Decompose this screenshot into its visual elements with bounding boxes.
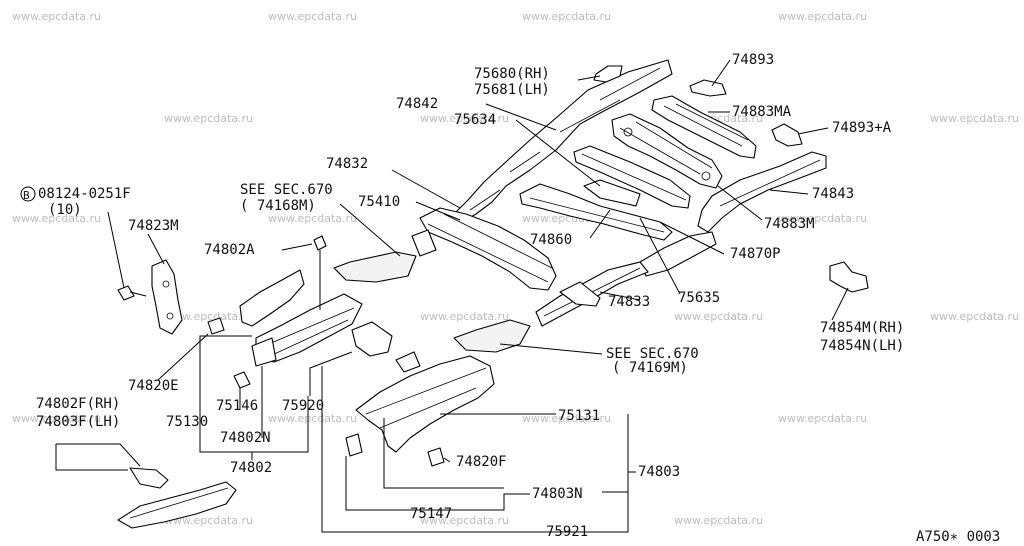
watermark: www.epcdata.ru bbox=[522, 412, 611, 425]
watermark: www.epcdata.ru bbox=[778, 212, 867, 225]
plate-74820e bbox=[207, 317, 225, 335]
label-74860: 74860 bbox=[530, 232, 572, 248]
label-74833: 74833 bbox=[608, 294, 650, 310]
watermark: www.epcdata.ru bbox=[268, 412, 357, 425]
label-74870p: 74870P bbox=[730, 246, 781, 262]
crossmember-74842 bbox=[573, 145, 691, 209]
plate-74820f bbox=[427, 447, 445, 467]
label-74883m: 74883M bbox=[764, 216, 815, 232]
watermark: www.epcdata.ru bbox=[930, 310, 1019, 323]
outrigger-74870p bbox=[639, 231, 717, 277]
label-74802f: 74802F(RH) bbox=[36, 396, 120, 412]
label-75635: 75635 bbox=[678, 290, 720, 306]
bracket-75680 bbox=[593, 65, 623, 83]
sill-extension-74168m bbox=[333, 251, 417, 283]
watermark: www.epcdata.ru bbox=[268, 212, 357, 225]
watermark: www.epcdata.ru bbox=[674, 514, 763, 527]
bracket-74823m bbox=[151, 259, 183, 335]
front-member-74802 bbox=[239, 269, 363, 367]
label-75634: 75634 bbox=[454, 112, 496, 128]
watermark: www.epcdata.ru bbox=[268, 10, 357, 23]
label-74823m: 74823M bbox=[128, 218, 179, 234]
front-member-74803 bbox=[355, 351, 495, 453]
label-see-sec-670-b-line1: SEE SEC.670 bbox=[606, 346, 699, 362]
bracket-75920 bbox=[351, 321, 393, 357]
crossmember-74883ma bbox=[651, 95, 757, 159]
label-74820e: 74820E bbox=[128, 378, 179, 394]
plate-74893a bbox=[771, 123, 803, 147]
plate-74893 bbox=[689, 79, 727, 97]
label-74893: 74893 bbox=[732, 52, 774, 68]
label-bolt-number: 08124-0251F bbox=[38, 186, 131, 202]
label-74803: 74803 bbox=[638, 464, 680, 480]
label-74832: 74832 bbox=[326, 156, 368, 172]
callout-labels: 75680(RH) 75681(LH) 74842 75634 74893 74… bbox=[20, 52, 1000, 545]
label-75681: 75681(LH) bbox=[474, 82, 550, 98]
label-74803f: 74803F(LH) bbox=[36, 414, 120, 430]
member-75635 bbox=[559, 281, 601, 307]
label-75410: 75410 bbox=[358, 194, 400, 210]
side-member-75410 bbox=[411, 207, 557, 291]
bolt-74802a bbox=[313, 235, 327, 262]
watermark: www.epcdata.ru bbox=[164, 310, 253, 323]
label-74820f: 74820F bbox=[456, 454, 507, 470]
bolt-symbol-icon bbox=[20, 186, 36, 202]
label-74802n: 74802N bbox=[220, 430, 271, 446]
watermark: www.epcdata.ru bbox=[12, 10, 101, 23]
label-75920: 75920 bbox=[282, 398, 324, 414]
watermark: www.epcdata.ru bbox=[420, 112, 509, 125]
part-75147 bbox=[345, 433, 363, 457]
watermark: www.epcdata.ru bbox=[420, 514, 509, 527]
label-75130: 75130 bbox=[166, 414, 208, 430]
sill-extension-74169m bbox=[453, 319, 531, 353]
watermark: www.epcdata.ru bbox=[164, 112, 253, 125]
bracket-74854m bbox=[829, 261, 869, 293]
side-member-74843 bbox=[697, 151, 827, 233]
watermark: www.epcdata.ru bbox=[420, 310, 509, 323]
watermark: www.epcdata.ru bbox=[778, 412, 867, 425]
label-see-sec-670-b-line2: ( 74169M) bbox=[612, 360, 688, 376]
label-74883ma: 74883MA bbox=[732, 104, 792, 120]
watermark: www.epcdata.ru bbox=[930, 112, 1019, 125]
label-74803n: 74803N bbox=[532, 486, 583, 502]
bolt-symbol-letter: B bbox=[23, 189, 30, 202]
part-75146 bbox=[233, 371, 251, 389]
label-74802a: 74802A bbox=[204, 242, 255, 258]
watermark: www.epcdata.ru bbox=[522, 10, 611, 23]
label-74854n: 74854N(LH) bbox=[820, 338, 904, 354]
label-75680: 75680(RH) bbox=[474, 66, 550, 82]
label-74802: 74802 bbox=[230, 460, 272, 476]
label-74854m: 74854M(RH) bbox=[820, 320, 904, 336]
label-see-sec-670-a-line2: ( 74168M) bbox=[240, 198, 316, 214]
label-75921: 75921 bbox=[546, 524, 588, 540]
label-75131: 75131 bbox=[558, 408, 600, 424]
label-75146: 75146 bbox=[216, 398, 258, 414]
label-74893a: 74893+A bbox=[832, 120, 892, 136]
watermark: www.epcdata.ru bbox=[12, 212, 101, 225]
crossmember-74860 bbox=[519, 179, 673, 241]
watermark: www.epcdata.ru bbox=[674, 310, 763, 323]
watermark: www.epcdata.ru bbox=[164, 514, 253, 527]
extension-74802f bbox=[117, 467, 237, 529]
bolt-08124-0251f bbox=[117, 285, 147, 301]
crossmember-74883m bbox=[611, 113, 723, 189]
label-74843: 74843 bbox=[812, 186, 854, 202]
label-see-sec-670-a-line1: SEE SEC.670 bbox=[240, 182, 333, 198]
side-member-rear-rail bbox=[451, 59, 673, 223]
label-74842: 74842 bbox=[396, 96, 438, 112]
label-75147: 75147 bbox=[410, 506, 452, 522]
diagram-code: A750∗ 0003 bbox=[916, 529, 1000, 545]
leader-lines bbox=[55, 59, 849, 533]
watermark: www.epcdata.ru bbox=[778, 10, 867, 23]
label-bolt-qty: (10) bbox=[48, 202, 82, 218]
watermark: www.epcdata.ru bbox=[12, 412, 101, 425]
